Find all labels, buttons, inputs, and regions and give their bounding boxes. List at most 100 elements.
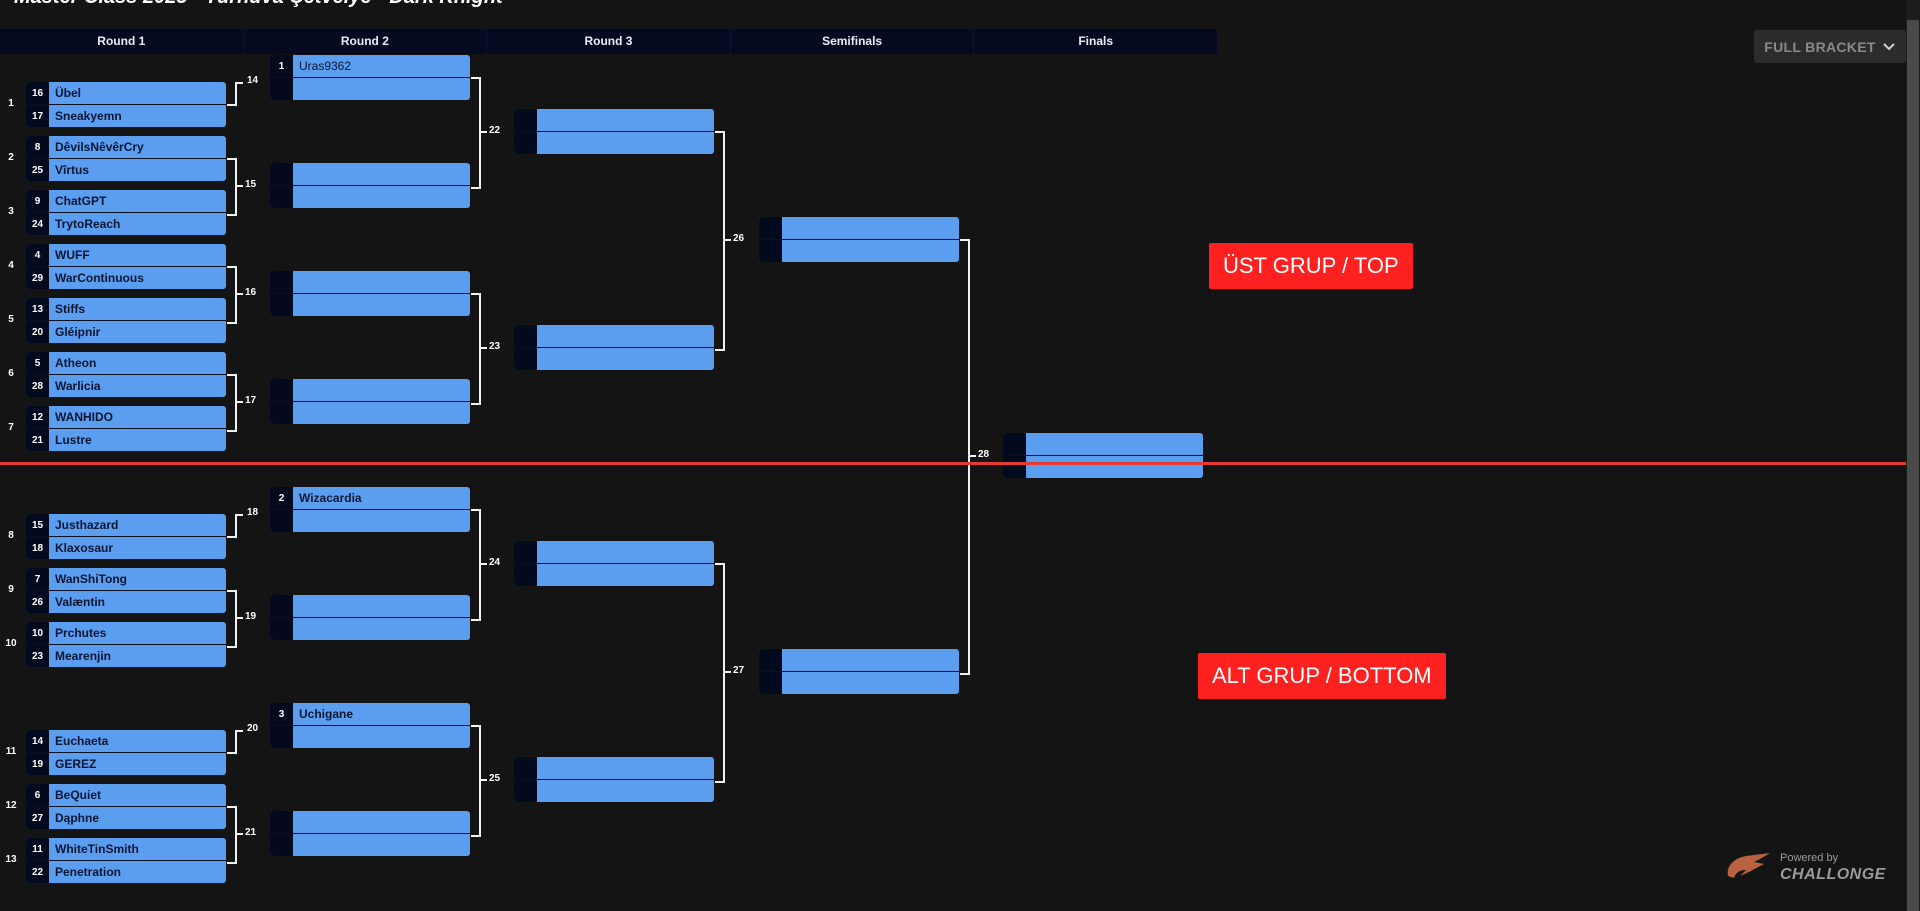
- match-round2-3[interactable]: [270, 271, 470, 316]
- match-round3-2[interactable]: [514, 325, 714, 370]
- participant-row[interactable]: [514, 348, 714, 370]
- participant-seed: 23: [26, 645, 49, 667]
- match-round3-4[interactable]: [514, 757, 714, 802]
- participant-row[interactable]: [514, 564, 714, 586]
- participant-row[interactable]: [270, 78, 470, 100]
- participant-row[interactable]: [270, 834, 470, 856]
- participant-row[interactable]: [270, 271, 470, 294]
- participant-row[interactable]: [759, 217, 959, 240]
- match-round2-6[interactable]: [270, 595, 470, 640]
- round-header-bar: Round 1 Round 2 Round 3 Semifinals Final…: [0, 29, 1218, 54]
- match-semifinal-1[interactable]: [759, 217, 959, 262]
- participant-row[interactable]: [514, 325, 714, 348]
- participant-seed: [270, 402, 293, 424]
- participant-row[interactable]: [270, 402, 470, 424]
- participant-row[interactable]: [270, 726, 470, 748]
- match-round3-3[interactable]: [514, 541, 714, 586]
- match-round2-8[interactable]: [270, 811, 470, 856]
- participant-row[interactable]: [759, 240, 959, 262]
- match-number-label: 4: [8, 260, 14, 271]
- participant-row[interactable]: [514, 757, 714, 780]
- participant-row[interactable]: [759, 649, 959, 672]
- match-round3-1[interactable]: [514, 109, 714, 154]
- match-round2-2[interactable]: [270, 163, 470, 208]
- participant-name: Vîrtus: [55, 163, 90, 177]
- participant-row[interactable]: [270, 618, 470, 640]
- participant-seed: 3: [270, 703, 293, 725]
- participant-row[interactable]: [514, 109, 714, 132]
- match-final-1[interactable]: [1003, 433, 1203, 478]
- participant-row[interactable]: [759, 672, 959, 694]
- participant-row[interactable]: [270, 186, 470, 208]
- match-round2-4[interactable]: [270, 379, 470, 424]
- participant-seed: [270, 726, 293, 748]
- powered-by-challonge[interactable]: Powered by CHALLONGE: [1724, 852, 1886, 884]
- participant-row[interactable]: [270, 294, 470, 316]
- scrollbar-thumb[interactable]: [1907, 20, 1919, 911]
- participant-row[interactable]: [270, 811, 470, 834]
- participant-row[interactable]: [514, 780, 714, 802]
- match-number-label: 3: [8, 206, 14, 217]
- participant-row[interactable]: [1003, 433, 1203, 456]
- match-semifinal-2[interactable]: [759, 649, 959, 694]
- participant-seed: [759, 672, 782, 694]
- participant-name: WhiteTinSmith: [55, 842, 139, 856]
- participant-row[interactable]: [270, 595, 470, 618]
- participant-row[interactable]: [1003, 456, 1203, 478]
- full-bracket-dropdown[interactable]: FULL BRACKET: [1754, 30, 1906, 63]
- participant-row[interactable]: [270, 163, 470, 186]
- participant-seed: 28: [26, 375, 49, 397]
- participant-row[interactable]: [514, 541, 714, 564]
- participant-name: Atheon: [55, 356, 97, 370]
- participant-row[interactable]: [270, 510, 470, 532]
- participant-row[interactable]: [514, 132, 714, 154]
- vertical-scrollbar[interactable]: [1906, 0, 1920, 911]
- participant-row[interactable]: [270, 379, 470, 402]
